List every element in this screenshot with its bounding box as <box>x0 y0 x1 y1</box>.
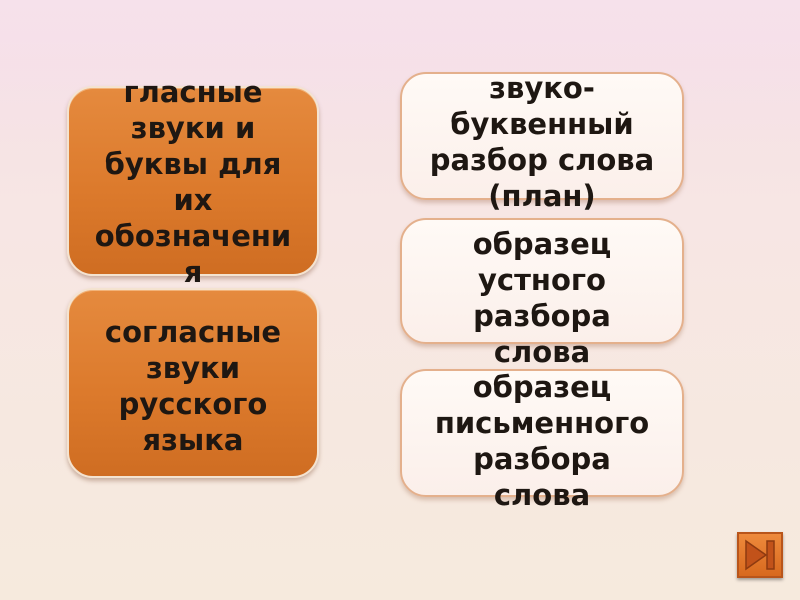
written-sample-button-label: образец письменного разбора слова <box>434 370 650 512</box>
play-next-icon <box>745 539 775 571</box>
vowels-button[interactable]: гласные звуки и буквы для их обозначени … <box>67 75 319 289</box>
vowels-button-label: гласные звуки и буквы для их обозначени … <box>94 75 292 289</box>
next-slide-button[interactable] <box>737 532 783 578</box>
written-sample-button[interactable]: образец письменного разбора слова <box>400 369 684 512</box>
oral-sample-button[interactable]: образец устного разбора слова <box>400 218 684 369</box>
analysis-plan-button[interactable]: звуко- буквенный разбор слова (план) <box>400 71 684 213</box>
analysis-plan-button-label: звуко- буквенный разбор слова (план) <box>429 71 655 213</box>
oral-sample-button-label: образец устного разбора слова <box>472 227 612 369</box>
consonants-button[interactable]: согласные звуки русского языка <box>67 288 319 478</box>
consonants-button-label: согласные звуки русского языка <box>104 315 282 457</box>
